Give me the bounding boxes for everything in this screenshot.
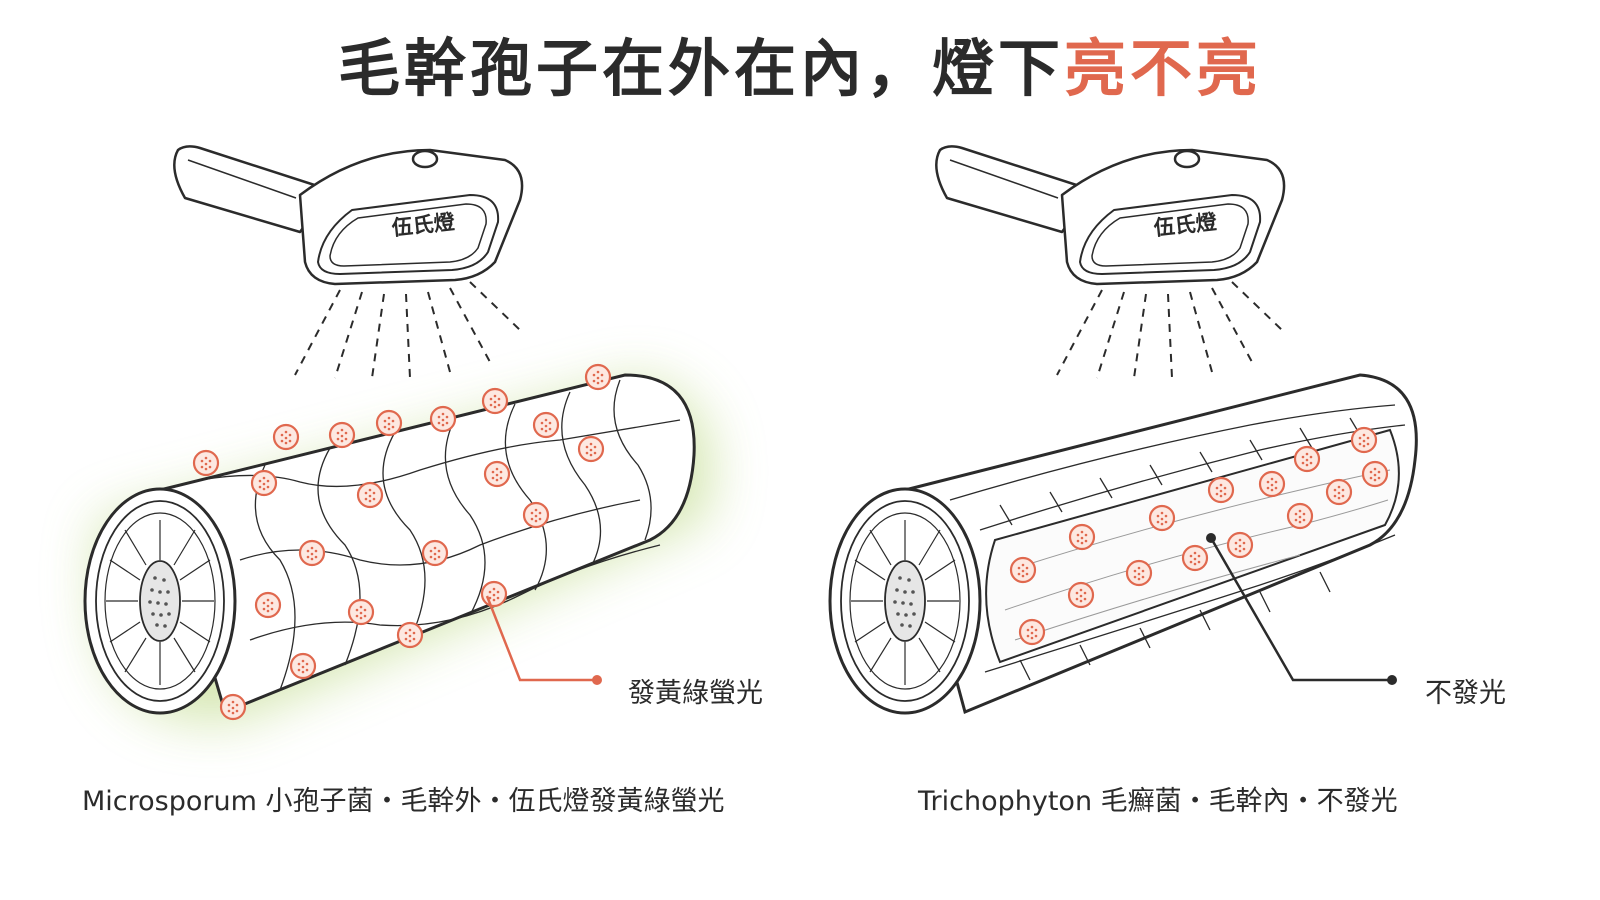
callout-dot-left (592, 675, 602, 685)
spore-icon (483, 460, 511, 488)
spore-icon (375, 409, 403, 437)
spore-icon (254, 591, 282, 619)
spore-icon (522, 501, 550, 529)
callout-label-left: 發黃綠螢光 (628, 678, 763, 709)
spore-icon (1361, 460, 1389, 488)
ectothrix-spores (192, 363, 612, 721)
hair-shaft-icon-right (828, 373, 1418, 715)
spore-icon (481, 387, 509, 415)
spore-icon (347, 598, 375, 626)
spore-icon (1286, 502, 1314, 530)
uv-light-rays-right (1056, 281, 1283, 379)
wood-lamp-icon-right: 伍氏燈 (935, 145, 1286, 286)
spore-icon (328, 421, 356, 449)
spore-icon (1325, 478, 1353, 506)
spore-icon (1181, 544, 1209, 572)
spore-icon (1258, 470, 1286, 498)
spore-icon (1068, 523, 1096, 551)
title-main: 毛幹孢子在外在內，燈下 (337, 32, 1064, 105)
spore-icon (1350, 426, 1378, 454)
spore-icon (1018, 618, 1046, 646)
spore-icon (1207, 476, 1235, 504)
spore-icon (289, 652, 317, 680)
right-panel: 伍氏燈 (828, 145, 1418, 715)
title-highlight: 亮不亮 (1064, 32, 1263, 105)
spore-icon (1148, 504, 1176, 532)
spore-icon (1226, 531, 1254, 559)
spore-icon (250, 469, 278, 497)
spore-icon (298, 539, 326, 567)
spore-icon (1067, 581, 1095, 609)
spore-icon (192, 449, 220, 477)
spore-icon (1009, 556, 1037, 584)
callout-label-right: 不發光 (1425, 678, 1506, 709)
caption-right: Trichophyton 毛癬菌・毛幹內・不發光 (918, 786, 1398, 817)
caption-left: Microsporum 小孢子菌・毛幹外・伍氏燈發黃綠螢光 (82, 786, 725, 817)
wood-lamp-icon-left: 伍氏燈 (173, 145, 524, 286)
spore-icon (272, 423, 300, 451)
spore-icon (584, 363, 612, 391)
spore-icon (219, 693, 247, 721)
spore-icon (356, 481, 384, 509)
spore-icon (532, 411, 560, 439)
callout-dot-right (1387, 675, 1397, 685)
spore-icon (480, 580, 508, 608)
spore-icon (1125, 559, 1153, 587)
endothrix-spores (1009, 426, 1389, 646)
page-title: 毛幹孢子在外在內，燈下亮不亮 (0, 38, 1600, 100)
spore-icon (396, 621, 424, 649)
spore-icon (577, 435, 605, 463)
left-panel: 伍氏燈 (83, 145, 713, 722)
spore-icon (429, 405, 457, 433)
callout-line-right (1209, 537, 1390, 682)
callout-line-left (485, 595, 596, 682)
uv-light-rays-left (294, 281, 521, 379)
spore-icon (1293, 445, 1321, 473)
spore-icon (421, 539, 449, 567)
